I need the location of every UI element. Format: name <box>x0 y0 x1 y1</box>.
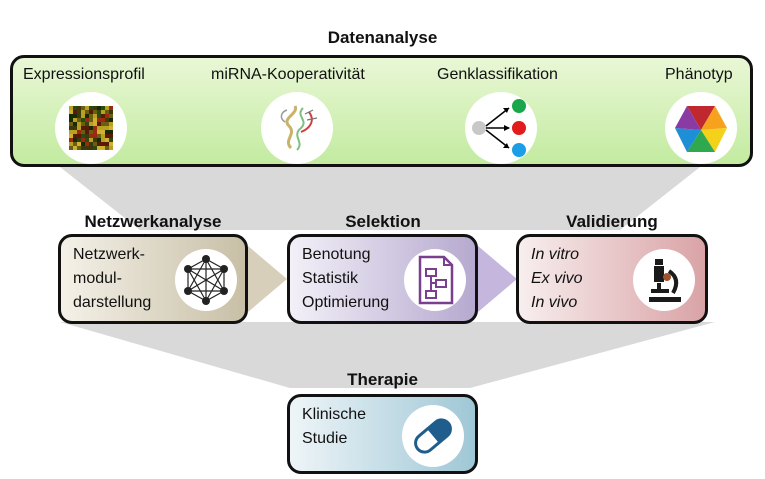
section-title-therapie: Therapie <box>347 370 418 389</box>
selektion-line-1: Benotung <box>302 246 371 263</box>
rna-circle <box>261 92 333 164</box>
heatmap-icon <box>69 106 113 150</box>
arrow-2 <box>478 246 517 312</box>
therapie-text: Klinische Studie <box>302 403 366 451</box>
netzwerkanalyse-box: Netzwerk- modul- darstellung <box>58 234 248 324</box>
microscope-icon <box>649 259 681 302</box>
validierung-line-2: Ex vivo <box>531 270 583 287</box>
top-funnel <box>60 167 700 230</box>
section-title-selektion: Selektion <box>345 212 421 231</box>
validierung-line-3: In vivo <box>531 294 578 311</box>
section-title-datenanalyse: Datenanalyse <box>327 28 438 47</box>
heatmap-circle <box>55 92 127 164</box>
netzwerkanalyse-line-2: modul- <box>73 270 122 287</box>
selektion-line-3: Optimierung <box>302 294 390 311</box>
selektion-line-2: Statistik <box>302 270 359 287</box>
netzwerkanalyse-line-1: Netzwerk- <box>73 246 146 263</box>
netzwerkanalyse-text: Netzwerk- modul- darstellung <box>73 243 151 315</box>
selektion-box: Benotung Statistik Optimierung <box>287 234 478 324</box>
phenotype-circle <box>665 92 737 164</box>
flowchart-document-icon <box>418 255 454 305</box>
therapie-box: Klinische Studie <box>287 394 478 474</box>
label-mirna-kooperativitaet: miRNA-Kooperativität <box>211 66 365 83</box>
label-phaenotyp: Phänotyp <box>665 66 733 83</box>
network-circle <box>175 249 237 311</box>
classification-circle <box>465 92 537 164</box>
flowchart-circle <box>404 249 466 311</box>
datenanalyse-box: Expressionsprofil miRNA-Kooperativität G… <box>10 55 753 167</box>
therapie-line-2: Studie <box>302 430 348 447</box>
validierung-line-1: In vitro <box>531 246 580 263</box>
label-genklassifikation: Genklassifikation <box>437 66 558 83</box>
validierung-text: In vitro Ex vivo In vivo <box>531 243 583 315</box>
therapie-line-1: Klinische <box>302 406 367 423</box>
color-wheel-icon <box>675 106 727 152</box>
selektion-text: Benotung Statistik Optimierung <box>302 243 389 315</box>
netzwerkanalyse-line-3: darstellung <box>73 294 152 311</box>
capsule-icon <box>414 418 452 454</box>
arrow-1 <box>248 246 287 312</box>
section-title-validierung: Validierung <box>566 212 658 231</box>
network-icon <box>184 255 228 305</box>
label-expressionsprofil: Expressionsprofil <box>23 66 145 83</box>
bottom-funnel <box>60 322 715 388</box>
microscope-circle <box>633 249 695 311</box>
rna-structure-icon <box>280 105 318 151</box>
section-title-netzwerkanalyse: Netzwerkanalyse <box>84 212 222 231</box>
capsule-circle <box>402 405 464 467</box>
validierung-box: In vitro Ex vivo In vivo <box>516 234 708 324</box>
classification-icon <box>472 99 526 157</box>
